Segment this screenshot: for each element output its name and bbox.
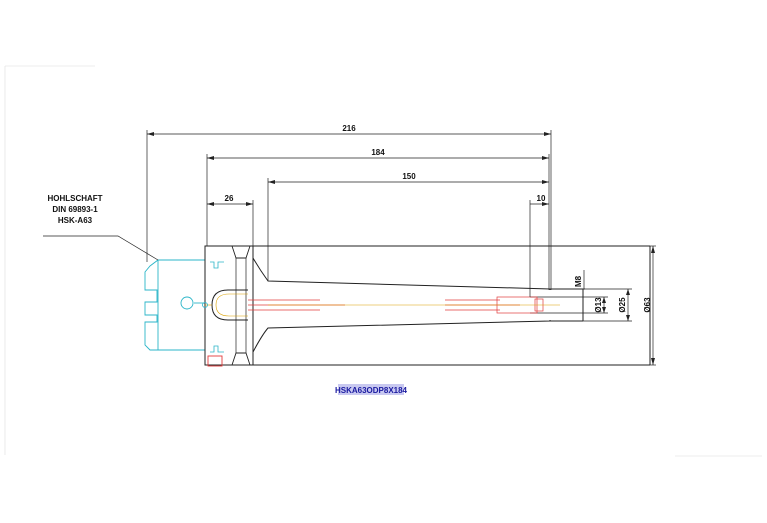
hsk-shank (144, 259, 205, 351)
dimension-arrows (147, 132, 655, 365)
part-number-highlight (338, 384, 404, 395)
dimension-lines (43, 130, 656, 366)
drive-slot-icon (180, 296, 194, 310)
dim-body-diameter: Ø63 (643, 297, 652, 313)
flange (204, 245, 254, 367)
annotation-line-2: DIN 69893-1 (52, 205, 98, 214)
dim-end-step: 10 (537, 194, 546, 203)
dim-bore-depth: 150 (402, 172, 416, 181)
dim-shank-flange: 26 (225, 194, 234, 203)
part-number: HSKA63ODP8X184 (335, 386, 408, 395)
center-mark-icon (202, 302, 208, 308)
dim-overall-length: 216 (342, 124, 356, 133)
dim-body-length: 184 (371, 148, 385, 157)
annotation-line-1: HOHLSCHAFT (47, 194, 102, 203)
tool-body (252, 245, 651, 366)
dim-tip-diameter: Ø25 (618, 297, 627, 313)
annotation-line-3: HSK-A63 (58, 216, 93, 225)
dim-thread: M8 (574, 275, 583, 287)
dim-bore-diameter: Ø13 (594, 297, 603, 313)
